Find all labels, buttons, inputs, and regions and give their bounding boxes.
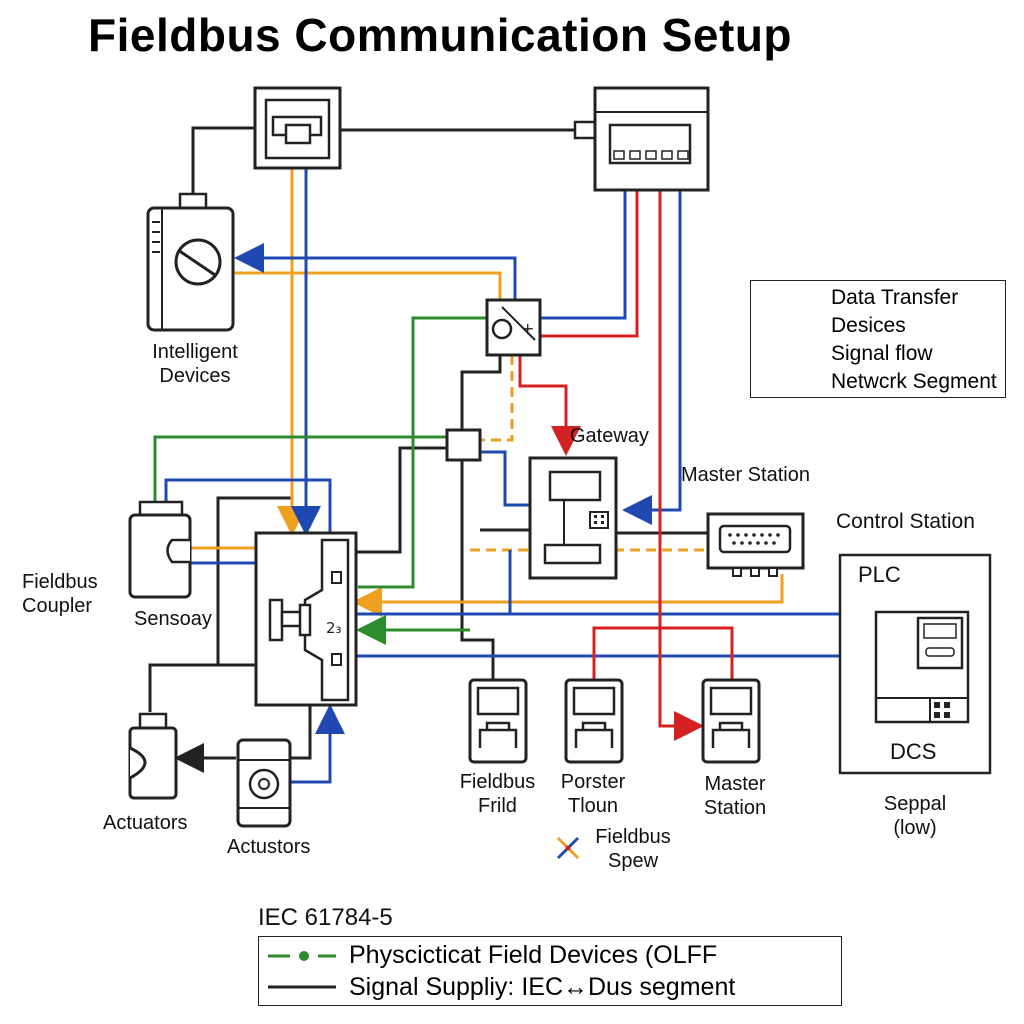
label-line: (low) [893,817,937,839]
label-seppal-low: Seppal (low) [870,792,960,840]
control-station-box [838,553,992,775]
label-sensor: Sensoay [134,608,212,630]
wire-hub-bus [356,446,447,554]
label-actuators-right: Actustors [227,836,311,858]
wire-red-to-gateway [518,355,581,456]
label-fieldbus-frild: Fieldbus Frild [450,770,545,818]
fieldbus-coupler-box: 2₃ [254,531,358,707]
label-fieldbus-spew: Fieldbus Spew [588,825,678,873]
label-control-station: Control Station [836,510,975,533]
wire-top-left [191,126,255,196]
label-line: Coupler [22,595,93,617]
network-hub [445,428,482,462]
wire-green-coupler [153,435,447,508]
label-actuators-left: Actuators [103,812,188,834]
legend-item: Desices [831,314,906,337]
label-line: Frild [478,795,517,817]
actuator-right-icon [236,738,292,828]
label-intelligent-devices: Intelligent Devices [140,340,250,388]
wire-orange-return [352,574,784,617]
label-master-station-top: Master Station [681,464,810,486]
wires [148,126,874,784]
label-line: Tloun [567,795,619,817]
actuator-left-icon [128,712,178,800]
svg-text:2₃: 2₃ [326,619,342,637]
field-device-master [701,678,761,764]
gateway-box [528,456,618,580]
wire-blue-to-gateway [622,190,682,525]
label-master-station-bottom: Master Station [690,772,780,820]
field-device-frild [468,678,528,764]
field-device-porster [564,678,624,764]
sensor-icon [128,500,192,599]
gateway-node: + [485,298,542,357]
bottom-legend-box: Physcicticat Field Devices (OLFF Signal … [258,936,842,1006]
diagram-title: Fieldbus Communication Setup [88,9,793,61]
wire-gw-down [460,355,502,430]
wire-blue-to-devices [234,243,517,300]
legend-box: Data Transfer Desices Signal flow Netwcr… [750,280,1006,398]
label-line: Fieldbus [22,571,98,593]
fieldbus-spew-icon [556,836,580,860]
legend-item: Signal flow [831,342,933,365]
label-line: Intelligent [152,341,238,363]
label-line: Porster [560,771,626,793]
bottom-legend-line2: Signal Suppliy: IEC↔Dus segment [349,973,736,1001]
label-dcs: DCS [890,739,937,764]
label-line: Fieldbus [459,771,536,793]
label-line: Master [704,773,766,795]
label-iec-standard: IEC 61784-5 [258,904,393,931]
top-device-box [253,86,342,170]
label-line: Devices [159,365,231,387]
wire-red-to-master [658,190,704,741]
intelligent-device-icon [146,192,235,332]
wire-to-frild [460,460,495,680]
label-line: Station [703,797,767,819]
legend-item: Netwcrk Segment [831,370,997,393]
bottom-legend-line1: Physcicticat Field Devices (OLFF [349,941,718,969]
label-gateway: Gateway [570,425,649,447]
legend-item: Data Transfer [831,286,959,309]
label-porster-tloun: Porster Tloun [548,770,638,818]
label-line: Fieldbus [595,826,671,848]
top-master-device [573,86,710,192]
svg-text:+: + [521,319,534,338]
label-line: Seppal [883,793,947,815]
label-plc: PLC [858,562,901,587]
master-station-connector [706,512,805,577]
bottom-legend-green-dash [268,951,336,961]
label-fieldbus-coupler: Fieldbus Coupler [22,570,98,618]
label-line: Spew [607,850,659,872]
